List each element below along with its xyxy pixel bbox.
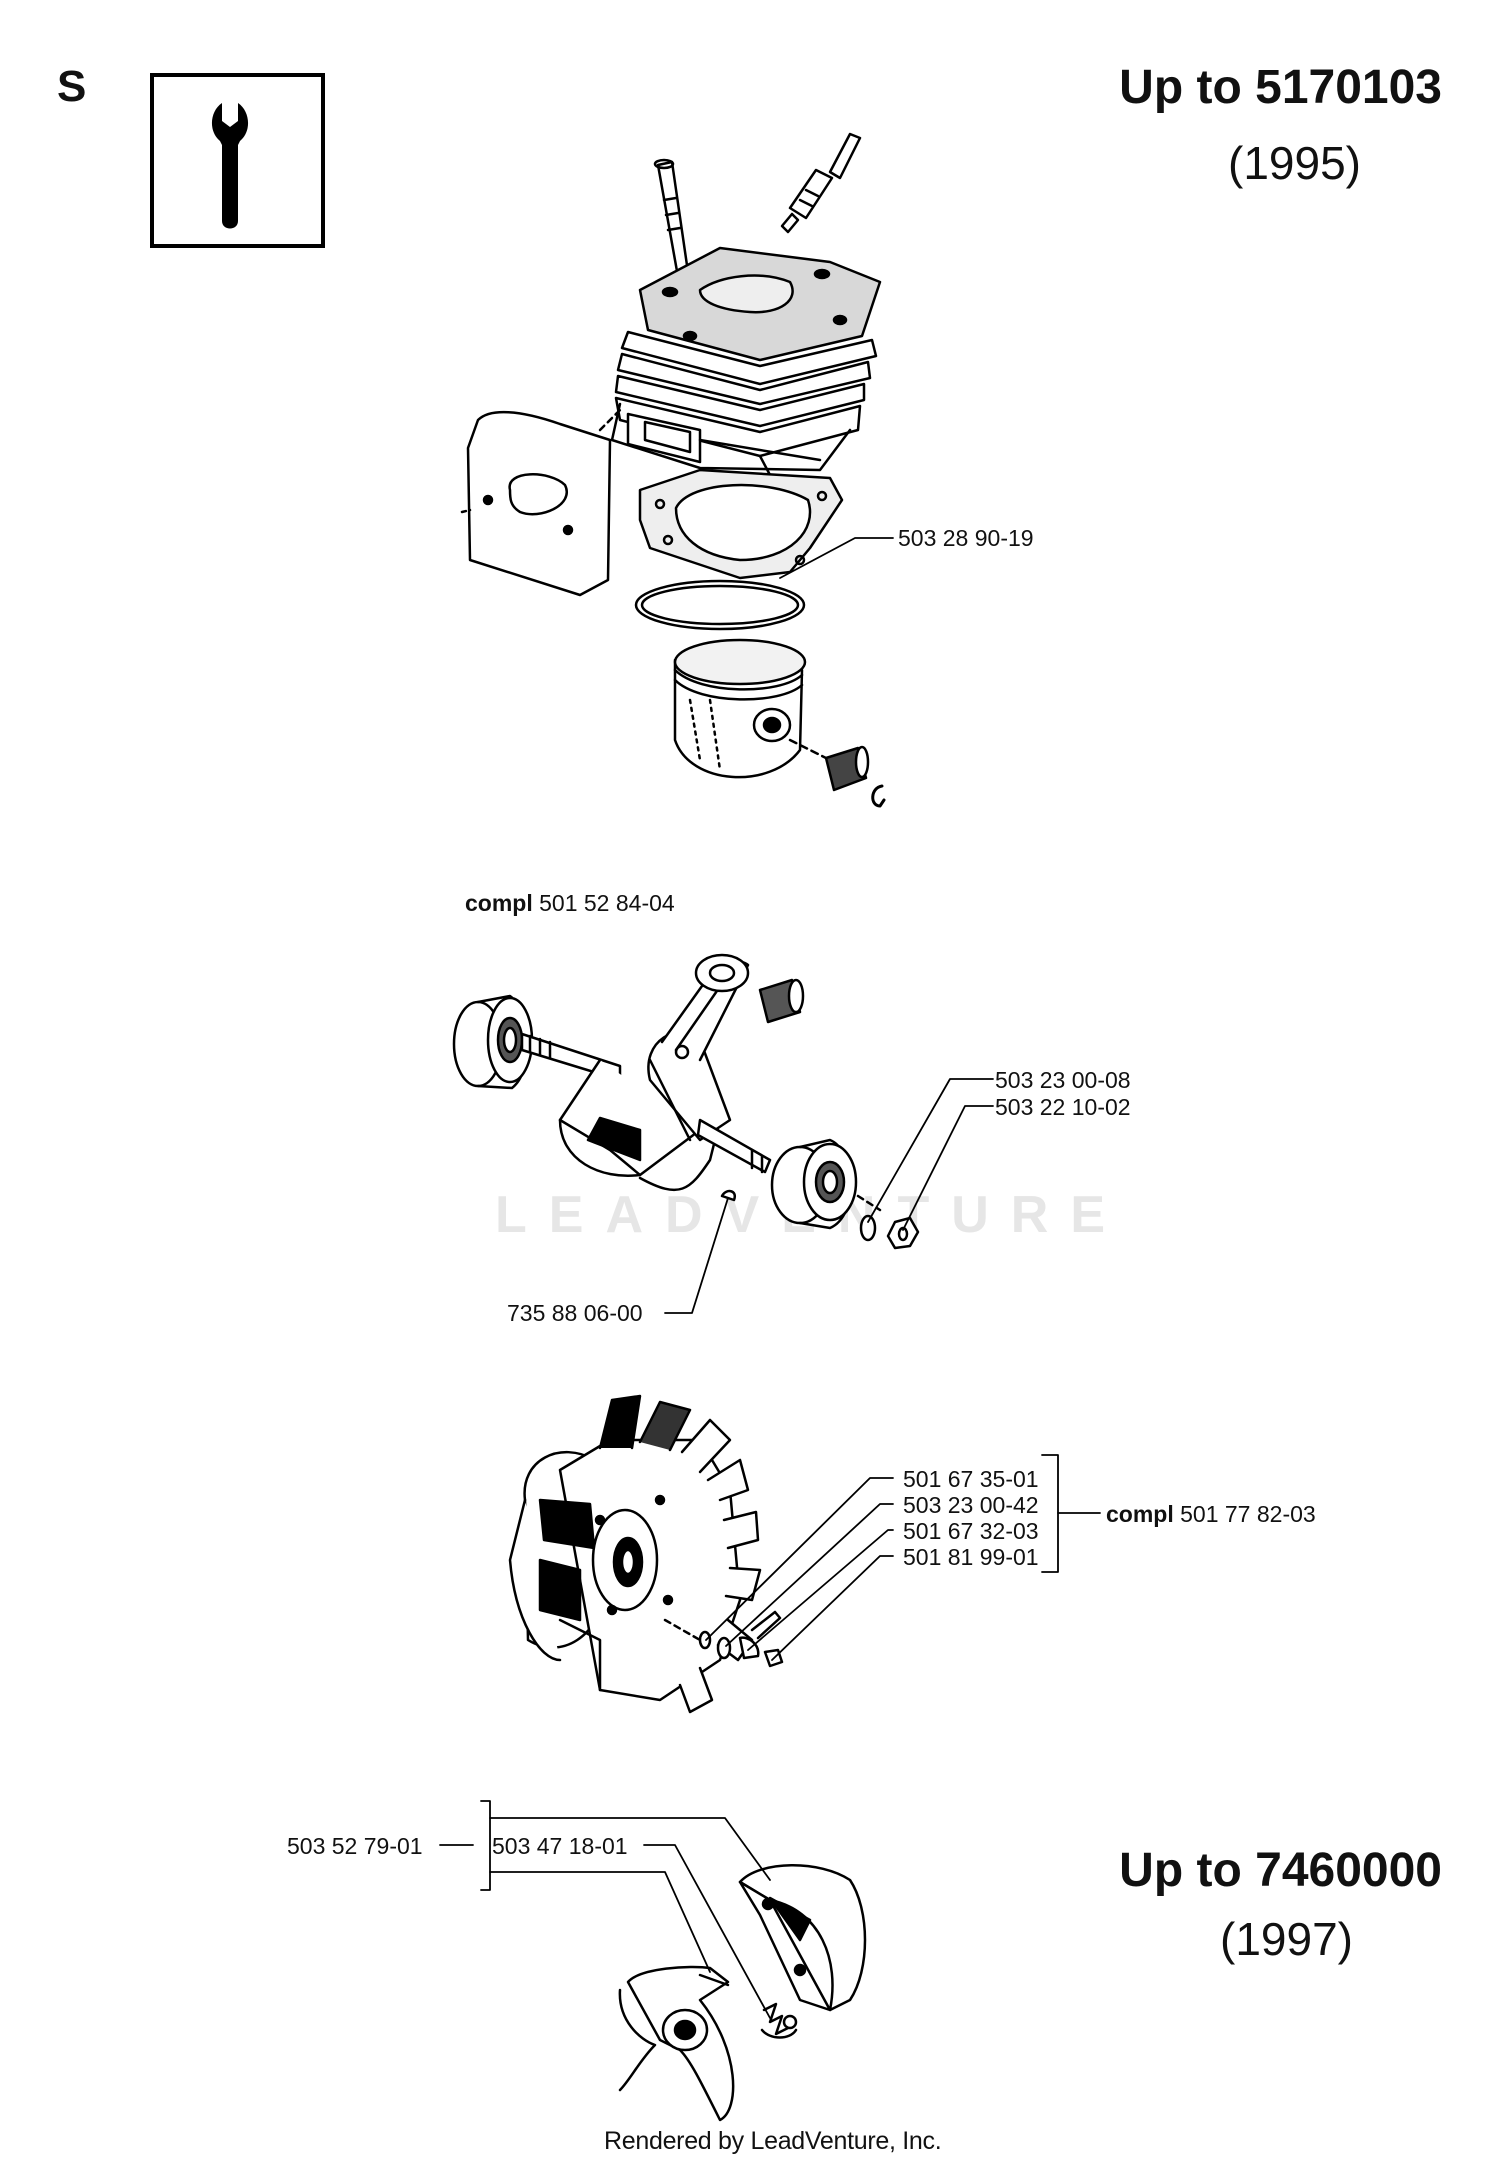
cylinder	[610, 246, 882, 477]
wrench-icon	[150, 73, 325, 248]
serial-range-1: Up to 5170103	[1119, 61, 1442, 114]
clutch	[618, 1864, 867, 2122]
crank-compl-part: 501 52 84-04	[539, 890, 675, 916]
label-clutch-spring: 503 47 18-01	[492, 1833, 628, 1859]
section-letter: S	[57, 62, 87, 111]
label-piston-ring: 503 28 90-19	[898, 525, 1034, 551]
compl-word: compl	[465, 890, 533, 916]
circlip	[871, 784, 886, 808]
year-1: (1995)	[1228, 137, 1361, 189]
crankshaft	[452, 953, 920, 1250]
flywheel-compl-label: compl 501 77 82-03	[1106, 1501, 1316, 1528]
label-flywheel-part-1: 501 67 35-01	[903, 1466, 1039, 1492]
serial-range-2: Up to 7460000	[1119, 1844, 1442, 1897]
exhaust-gasket	[460, 408, 622, 597]
label-flywheel-part-2: 503 23 00-42	[903, 1492, 1039, 1518]
compl-word: compl	[1106, 1501, 1174, 1527]
label-washer: 503 23 00-08	[995, 1067, 1131, 1093]
spark-plug	[780, 132, 862, 234]
label-nut: 503 22 10-02	[995, 1094, 1131, 1120]
base-gasket	[638, 468, 844, 580]
footer-credit: Rendered by LeadVenture, Inc.	[604, 2127, 942, 2155]
flywheel	[508, 1394, 784, 1714]
label-clutch-assembly: 503 52 79-01	[287, 1833, 423, 1859]
piston-ring	[634, 579, 806, 631]
label-flywheel-part-3: 501 67 32-03	[903, 1518, 1039, 1544]
needle-bearing	[788, 738, 870, 792]
year-2: (1997)	[1220, 1913, 1353, 1965]
label-flywheel-part-4: 501 81 99-01	[903, 1544, 1039, 1570]
crank-compl-label: compl 501 52 84-04	[465, 890, 675, 917]
label-key: 735 88 06-00	[507, 1300, 643, 1326]
flywheel-compl-part: 501 77 82-03	[1180, 1501, 1316, 1527]
piston	[673, 638, 807, 779]
